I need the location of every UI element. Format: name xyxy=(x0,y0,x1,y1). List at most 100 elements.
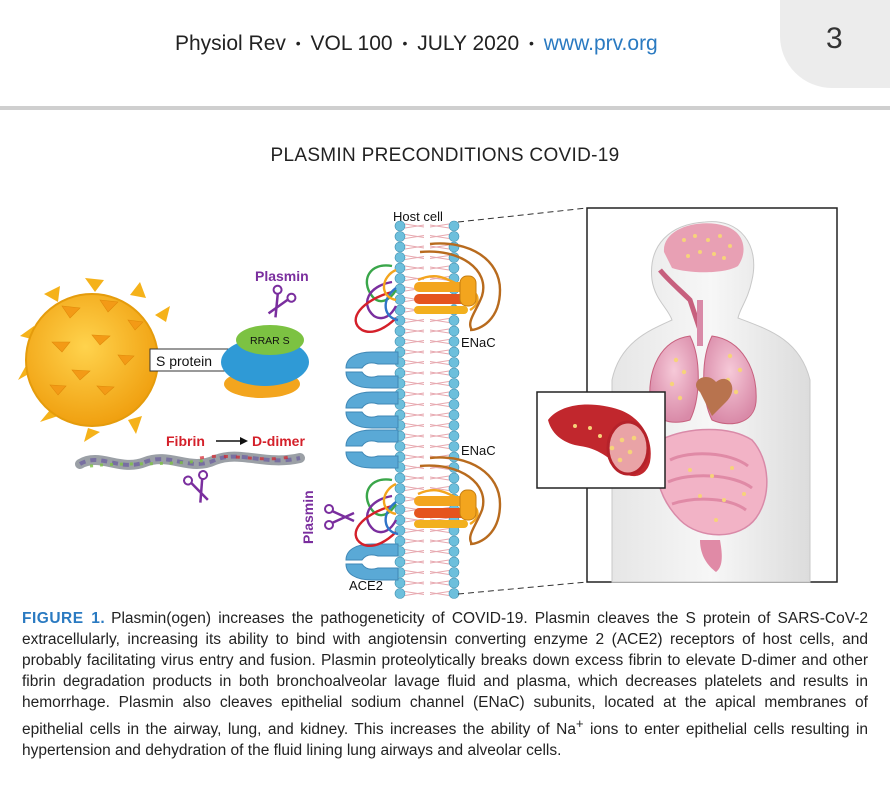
lipid-head xyxy=(449,557,459,567)
lipid-tail xyxy=(405,445,424,449)
arrow-icon xyxy=(216,437,248,445)
lipid-head xyxy=(449,400,459,410)
lipid-tail xyxy=(430,361,449,365)
lipid-head xyxy=(395,326,405,336)
lipid-tail xyxy=(405,529,424,533)
lipid-head xyxy=(395,221,405,231)
lipid-tail xyxy=(430,382,449,386)
lipid-tail xyxy=(405,266,424,270)
lipid-head xyxy=(449,589,459,599)
lipid-tail xyxy=(405,455,424,459)
lipid-tail xyxy=(430,340,449,344)
lipid-head xyxy=(395,295,405,305)
lipid-tail xyxy=(430,529,449,533)
lipid-tail xyxy=(430,581,449,585)
lipid-head xyxy=(395,337,405,347)
lipid-head xyxy=(395,274,405,284)
lipid-head xyxy=(395,242,405,252)
journal-url-link[interactable]: www.prv.org xyxy=(544,32,658,55)
lipid-head xyxy=(449,232,459,242)
lipid-head xyxy=(449,568,459,578)
lipid-tail xyxy=(405,319,424,323)
lipid-tail xyxy=(430,266,449,270)
lipid-tail xyxy=(430,224,449,228)
ace2-label: ACE2 xyxy=(349,578,383,593)
lipid-head xyxy=(395,253,405,263)
lipid-tail xyxy=(405,329,424,333)
lipid-tail xyxy=(405,403,424,407)
enac-pore-top xyxy=(414,276,476,314)
lipid-tail xyxy=(430,350,449,354)
lipid-head xyxy=(449,368,459,378)
separator-dot: • xyxy=(529,35,534,51)
header-rule xyxy=(0,106,890,110)
lipid-head xyxy=(449,389,459,399)
lipid-head xyxy=(395,263,405,273)
lipid-tail xyxy=(430,371,449,375)
lipid-tail xyxy=(405,434,424,438)
lipid-tail xyxy=(405,476,424,480)
lipid-tail xyxy=(405,581,424,585)
lipid-tail xyxy=(405,592,424,596)
lipid-head xyxy=(395,494,405,504)
lipid-head xyxy=(449,326,459,336)
lipid-tail xyxy=(405,245,424,249)
lipid-tail xyxy=(405,224,424,228)
lipid-head xyxy=(395,505,405,515)
lipid-head xyxy=(449,578,459,588)
fibrin-label: Fibrin xyxy=(166,433,205,449)
lipid-head xyxy=(449,431,459,441)
enac-top-label: ENaC xyxy=(461,335,496,350)
lipid-head xyxy=(449,347,459,357)
lipid-tail xyxy=(430,539,449,543)
lipid-tail xyxy=(405,487,424,491)
figure-illustration: S protein RRAR S Plasmin Fibrin D-dimer … xyxy=(0,130,890,600)
lipid-tail xyxy=(430,560,449,564)
lipid-tail xyxy=(430,245,449,249)
lipid-tail xyxy=(405,392,424,396)
caption-text: Plasmin(ogen) increases the pathogenetic… xyxy=(22,610,868,738)
lipid-head xyxy=(395,484,405,494)
lipid-head xyxy=(449,263,459,273)
lipid-head xyxy=(449,484,459,494)
lipid-head xyxy=(449,547,459,557)
plasmin-vertical-label: Plasmin xyxy=(300,490,316,544)
lipid-tail xyxy=(405,424,424,428)
figure-label: FIGURE 1. xyxy=(22,610,105,627)
d-dimer-label: D-dimer xyxy=(252,433,305,449)
lipid-head xyxy=(395,515,405,525)
plasmin-top-label: Plasmin xyxy=(255,268,309,284)
lipid-tail xyxy=(405,571,424,575)
lipid-head xyxy=(449,358,459,368)
lipid-tail xyxy=(430,592,449,596)
rrar-s-label: RRAR S xyxy=(250,335,290,347)
lipid-tail xyxy=(430,413,449,417)
issue-date: JULY 2020 xyxy=(417,32,519,55)
lipid-tail xyxy=(430,319,449,323)
lipid-tail xyxy=(430,434,449,438)
lipid-tail xyxy=(405,371,424,375)
lipid-tail xyxy=(430,329,449,333)
lipid-head xyxy=(449,337,459,347)
lipid-head xyxy=(449,379,459,389)
lipid-tail xyxy=(430,550,449,554)
lipid-head xyxy=(395,442,405,452)
lipid-head xyxy=(395,589,405,599)
lipid-head xyxy=(449,421,459,431)
page-number: 3 xyxy=(826,22,843,56)
lipid-head xyxy=(395,232,405,242)
journal-name: Physiol Rev xyxy=(175,32,286,55)
lipid-head xyxy=(449,221,459,231)
scissors-icon xyxy=(262,284,297,321)
blood-vessel-inset xyxy=(537,392,665,488)
lipid-tail xyxy=(405,560,424,564)
lipid-tail xyxy=(405,235,424,239)
separator-dot: • xyxy=(296,35,301,51)
lipid-tail xyxy=(405,256,424,260)
lipid-head xyxy=(449,473,459,483)
lipid-head xyxy=(449,410,459,420)
lipid-tail xyxy=(405,340,424,344)
lipid-tail xyxy=(405,350,424,354)
lipid-tail xyxy=(405,382,424,386)
lipid-tail xyxy=(430,256,449,260)
